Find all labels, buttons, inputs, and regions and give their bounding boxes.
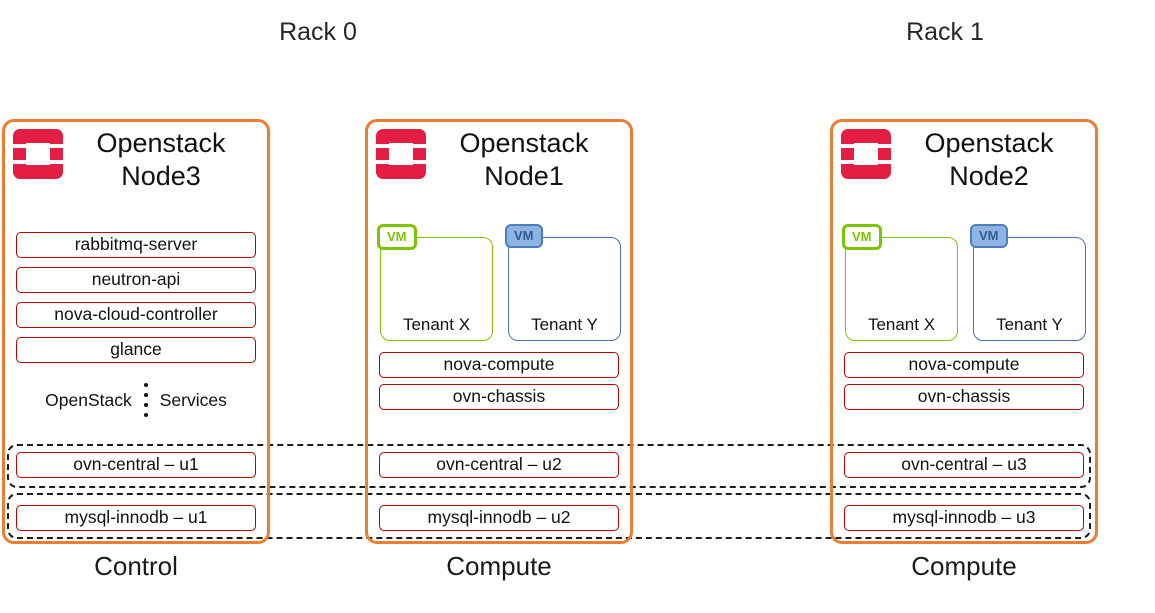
rack0-label: Rack 0 — [279, 18, 357, 46]
vm-tag-blue: VM — [505, 224, 543, 248]
tenant-x-label: Tenant X — [402, 315, 471, 334]
service-ovn-central-u2: ovn-central – u2 — [379, 452, 619, 478]
node3-title-line2: Node3 — [121, 160, 201, 191]
node1-tenant-y-box: VM Tenant Y — [505, 224, 621, 341]
vertical-ellipsis-icon — [143, 383, 148, 417]
node3-title-line1: Openstack — [96, 128, 226, 158]
openstack-logo-icon — [376, 129, 426, 179]
vm-tag-green: VM — [377, 224, 417, 250]
service-nova-cloud-controller: nova-cloud-controller — [16, 302, 256, 328]
node2-tenant-y-box: VM Tenant Y — [970, 224, 1086, 341]
node1-title: Openstack Node1 — [426, 127, 622, 193]
openstack-logo-icon — [13, 129, 63, 179]
rack1-label: Rack 1 — [906, 18, 984, 46]
service-mysql-innodb-u1: mysql-innodb – u1 — [16, 505, 256, 531]
ovn-central-cluster-band — [7, 444, 1091, 488]
node2-title-line1: Openstack — [924, 128, 1054, 158]
node3-box: Openstack Node3 rabbitmq-server neutron-… — [2, 119, 270, 544]
more-services-right: Services — [159, 389, 227, 410]
service-glance: glance — [16, 337, 256, 363]
node1-box: Openstack Node1 VM Tenant X VM Tenant Y … — [365, 119, 633, 544]
vm-tag-green: VM — [842, 224, 882, 250]
mysql-cluster-band — [7, 493, 1091, 539]
service-ovn-chassis: ovn-chassis — [844, 384, 1084, 410]
more-services-left: OpenStack — [45, 389, 132, 410]
openstack-logo-icon — [841, 129, 891, 179]
service-ovn-central-u1: ovn-central – u1 — [16, 452, 256, 478]
node2-role-label: Compute — [911, 551, 1017, 581]
node2-title-line2: Node2 — [949, 160, 1029, 191]
node3-role-label: Control — [94, 551, 178, 581]
tenant-y-label: Tenant Y — [996, 315, 1063, 334]
node1-tenant-x-box: VM Tenant X — [377, 224, 493, 341]
node2-box: Openstack Node2 VM Tenant X VM Tenant Y … — [830, 119, 1098, 544]
node1-title-line2: Node1 — [484, 160, 564, 191]
node3-title: Openstack Node3 — [63, 127, 259, 193]
service-neutron-api: neutron-api — [16, 267, 256, 293]
service-mysql-innodb-u3: mysql-innodb – u3 — [844, 505, 1084, 531]
node2-title: Openstack Node2 — [891, 127, 1087, 193]
vm-tag-blue: VM — [970, 224, 1008, 248]
service-rabbitmq-server: rabbitmq-server — [16, 232, 256, 258]
node1-title-line1: Openstack — [459, 128, 589, 158]
service-nova-compute: nova-compute — [379, 352, 619, 378]
tenant-x-label: Tenant X — [867, 315, 936, 334]
service-nova-compute: nova-compute — [844, 352, 1084, 378]
service-ovn-chassis: ovn-chassis — [379, 384, 619, 410]
service-mysql-innodb-u2: mysql-innodb – u2 — [379, 505, 619, 531]
node2-tenant-x-box: VM Tenant X — [842, 224, 958, 341]
node2-header: Openstack Node2 — [841, 127, 1087, 201]
more-services-row: OpenStack Services — [5, 380, 267, 420]
service-ovn-central-u3: ovn-central – u3 — [844, 452, 1084, 478]
node3-header: Openstack Node3 — [13, 127, 259, 201]
tenant-y-label: Tenant Y — [531, 315, 598, 334]
node1-header: Openstack Node1 — [376, 127, 622, 201]
node1-role-label: Compute — [446, 551, 552, 581]
